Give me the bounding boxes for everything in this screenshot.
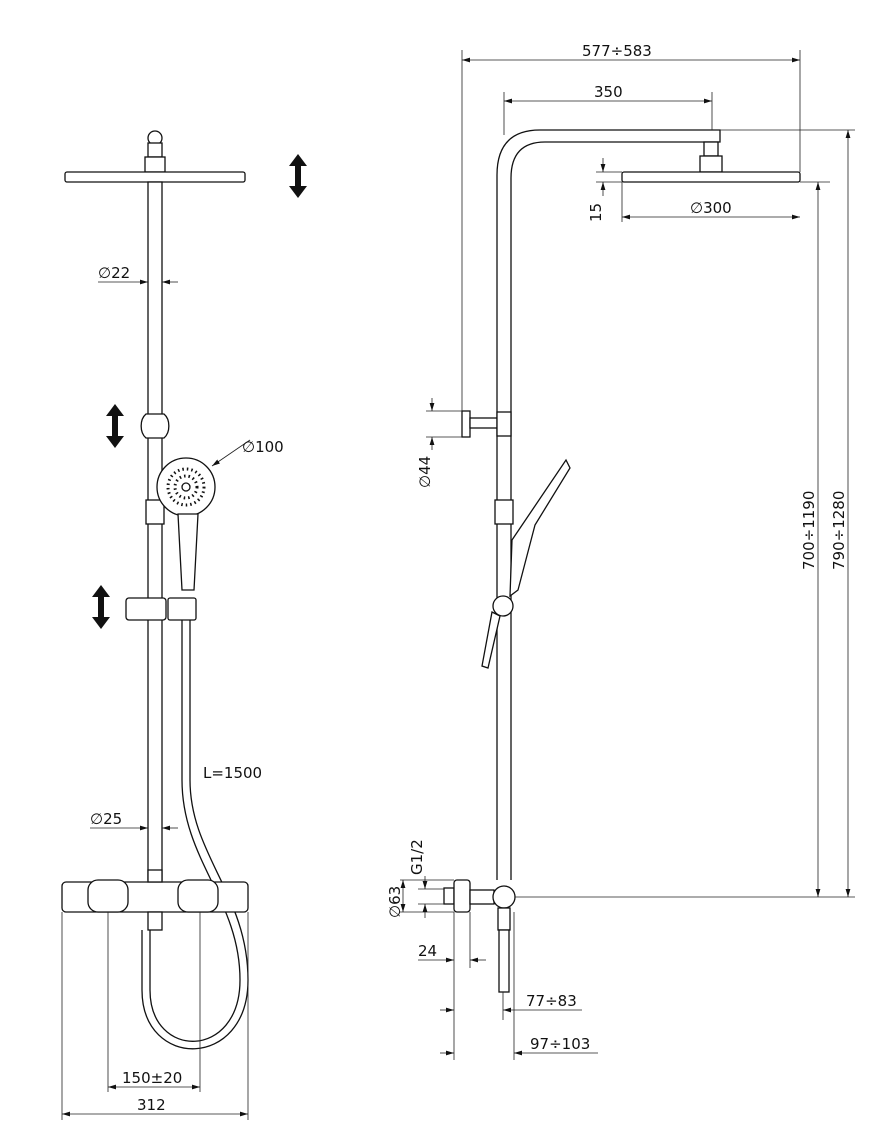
hand-shower xyxy=(156,457,216,591)
side-hand-shower xyxy=(481,458,571,669)
side-view: 577÷583 350 15 ∅300 ∅44 700÷1190 790÷128… xyxy=(386,42,855,1060)
adjust-arrows xyxy=(92,154,307,629)
slide-holder xyxy=(125,413,197,621)
dim-wall-distance-pipe: 77÷83 xyxy=(526,992,577,1010)
dim-hose-length: L=1500 xyxy=(203,764,262,782)
dim-head-diameter: ∅300 xyxy=(690,199,732,217)
dim-escutcheon-diameter: ∅63 xyxy=(386,886,404,918)
dim-head-thickness: 15 xyxy=(587,203,605,222)
dim-total-projection: 577÷583 xyxy=(582,42,652,60)
dim-mixer-width: 312 xyxy=(137,1096,166,1114)
dim-pipe-diameter: ∅22 xyxy=(98,264,130,282)
thermostatic-mixer xyxy=(61,869,249,931)
dim-escutcheon-depth: 24 xyxy=(418,942,437,960)
dim-thread: G1/2 xyxy=(408,839,426,875)
front-view: ∅22 ∅100 L=1500 ∅25 150±20 312 xyxy=(61,130,307,1120)
riser-pipe xyxy=(147,181,163,881)
dim-arm-length: 350 xyxy=(594,83,623,101)
side-overhead-head xyxy=(621,141,801,183)
dim-height-arm: 790÷1280 xyxy=(830,491,848,570)
dim-inlet-spacing: 150±20 xyxy=(122,1069,182,1087)
dim-height-head: 700÷1190 xyxy=(800,491,818,570)
dim-lower-pipe-diameter: ∅25 xyxy=(90,810,122,828)
side-mixer xyxy=(443,879,516,993)
side-wall-bracket xyxy=(461,410,512,438)
dim-wall-distance-total: 97÷103 xyxy=(530,1035,590,1053)
dim-holder-diameter: ∅44 xyxy=(416,456,434,488)
overhead-shower-head xyxy=(64,130,246,183)
dim-handshower-diameter: ∅100 xyxy=(242,438,284,456)
